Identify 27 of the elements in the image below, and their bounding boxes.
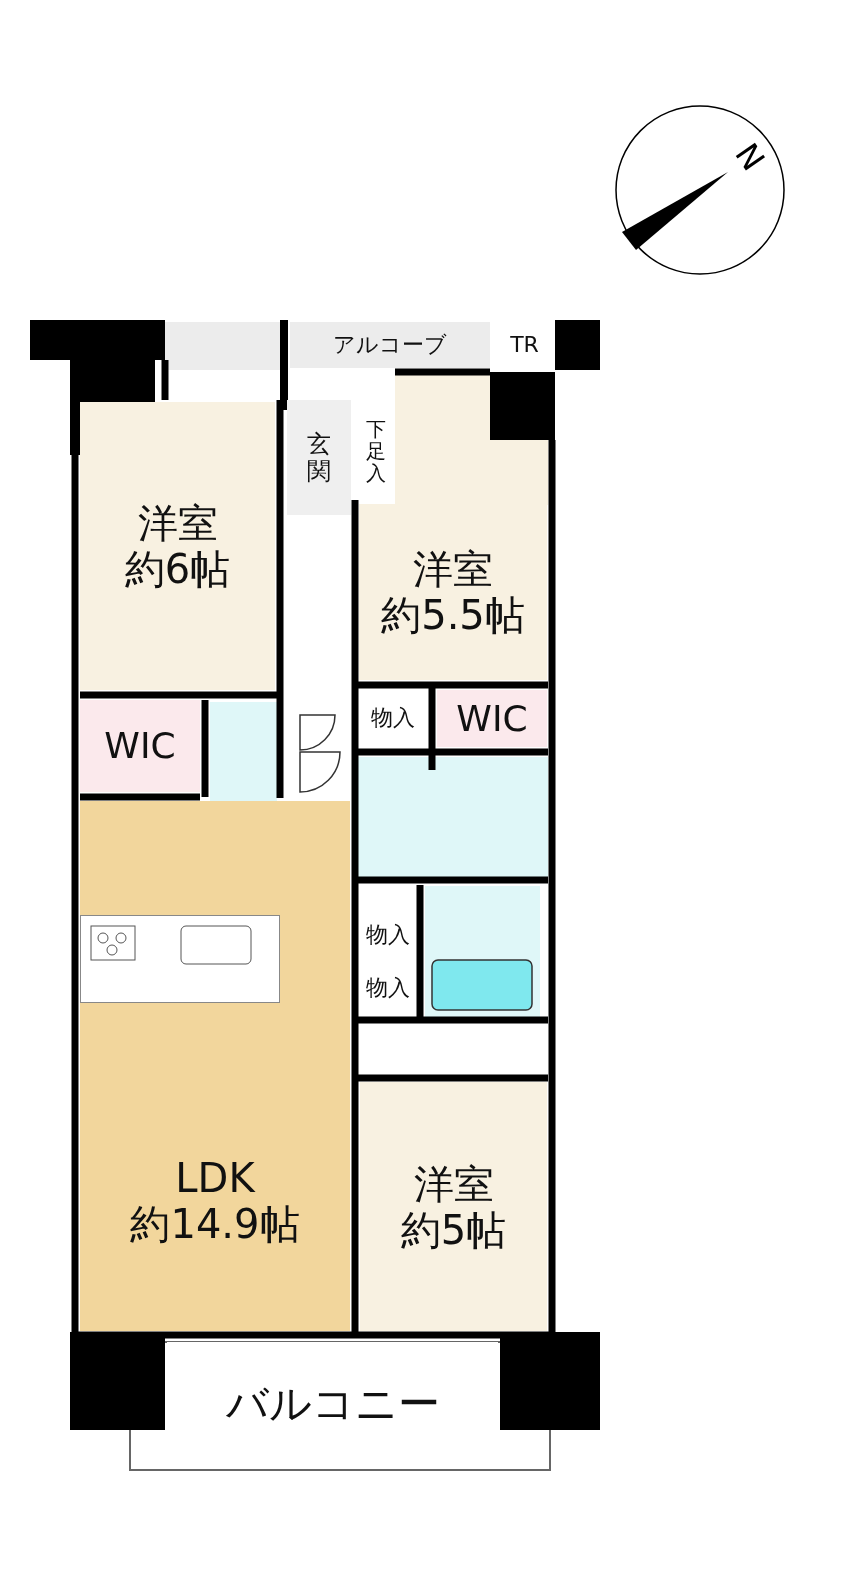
room-area xyxy=(287,400,351,515)
room-label: WIC xyxy=(104,725,176,767)
room-area xyxy=(360,1082,547,1331)
room-label: バルコニー xyxy=(225,1379,440,1429)
room-area xyxy=(80,801,350,1331)
room-label: 洋室 xyxy=(413,546,493,592)
room-label: 約6帖 xyxy=(124,546,231,592)
room-label: アルコーブ xyxy=(333,332,447,358)
room-area xyxy=(80,700,200,792)
room-label: 物入 xyxy=(366,922,410,948)
room-label: 約14.9帖 xyxy=(130,1201,300,1247)
room-area xyxy=(80,402,275,690)
room-label: 約5.5帖 xyxy=(381,592,525,638)
north-label: N xyxy=(727,136,773,178)
room-area xyxy=(437,690,547,747)
room-label: TR xyxy=(510,332,539,358)
room-label: 約5帖 xyxy=(400,1206,507,1253)
room-label: 洋室 xyxy=(413,1160,494,1207)
room-label: 下足入 xyxy=(365,417,386,484)
room-area xyxy=(359,504,547,680)
room-label: WIC xyxy=(456,697,528,740)
room-label: 玄関 xyxy=(307,431,331,484)
room-area xyxy=(290,322,490,368)
room-label: 洋室 xyxy=(137,500,218,546)
room-label: 物入 xyxy=(366,975,410,1001)
room-label: 物入 xyxy=(371,705,415,731)
room-label: LDK xyxy=(175,1155,255,1201)
